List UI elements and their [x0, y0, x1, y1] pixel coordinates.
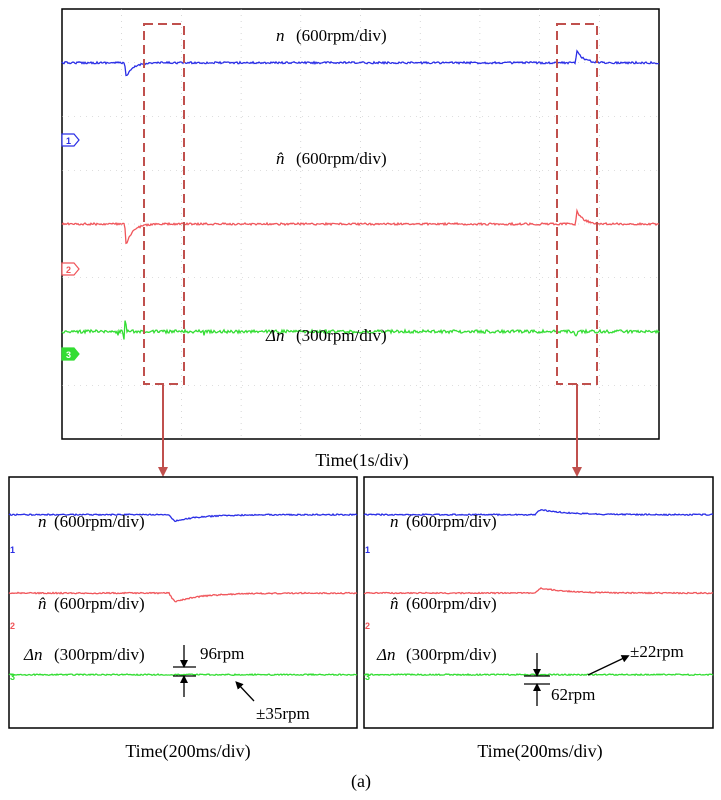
zoom-right-marker-2: 2	[365, 621, 370, 631]
zoom-right-ripple-marker	[524, 653, 550, 706]
zoom-right-label-nhat-scale: (600rpm/div)	[406, 594, 497, 613]
zoom-left-pointer-arrow	[235, 681, 255, 702]
zoom-right-x-axis-label: Time(200ms/div)	[477, 741, 602, 762]
zoom-right-pointer-arrow	[587, 655, 630, 676]
zoom-panel-right: 1 2 3 n (600rpm/div) n̂ (600rpm/div) Δn …	[363, 476, 714, 729]
zoom-right-label-dn-scale: (300rpm/div)	[406, 645, 497, 664]
zoom-right-trace-nhat	[363, 587, 714, 595]
zoom-left-label-n-scale: (600rpm/div)	[54, 512, 145, 531]
main-trace-nhat	[61, 208, 660, 245]
zoom-left-ripple-marker	[173, 645, 196, 697]
channel-marker-1: 1	[61, 133, 80, 147]
zoom-right-annotation-22rpm: ±22rpm	[630, 642, 684, 661]
zoom-left-trace-n	[8, 512, 358, 523]
main-trace-delta-n	[61, 320, 660, 340]
main-x-axis-label: Time(1s/div)	[315, 450, 408, 471]
zoom-left-marker-1: 1	[10, 545, 15, 555]
zoom-left-label-nhat: n̂	[38, 594, 47, 613]
zoom-left-marker-3: 3	[10, 672, 15, 682]
zoom-left-marker-2: 2	[10, 621, 15, 631]
main-label-dn-scale: (300rpm/div)	[296, 326, 387, 345]
zoom-right-marker-1: 1	[365, 545, 370, 555]
zoom-right-label-n-scale: (600rpm/div)	[406, 512, 497, 531]
main-scope-panel: 1 2 3 n (600rpm/div) n̂ (600rpm/div) Δn …	[61, 8, 660, 471]
main-label-n: n	[276, 26, 285, 45]
channel-marker-2: 2	[61, 262, 80, 276]
main-trace-n	[61, 49, 660, 77]
zoom-left-annotation-96rpm: 96rpm	[200, 644, 244, 663]
zoom-right-trace-n	[363, 509, 714, 517]
zoom-panel-left: 1 2 3 n (600rpm/div) n̂ (600rpm/div) Δn …	[8, 476, 358, 729]
zoom-right-label-dn: Δn	[376, 645, 395, 664]
main-label-n-scale: (600rpm/div)	[296, 26, 387, 45]
zoom-left-x-axis-label: Time(200ms/div)	[125, 741, 250, 762]
zoom-left-annotation-35rpm: ±35rpm	[256, 704, 310, 723]
svg-text:2: 2	[66, 265, 71, 275]
zoom-right-marker-3: 3	[365, 672, 370, 682]
zoom-right-label-nhat: n̂	[390, 594, 399, 613]
zoom-left-label-n: n	[38, 512, 47, 531]
zoom-left-label-dn-scale: (300rpm/div)	[54, 645, 145, 664]
main-label-nhat: n̂	[276, 149, 285, 168]
main-label-nhat-scale: (600rpm/div)	[296, 149, 387, 168]
zoom-left-trace-nhat	[8, 591, 358, 603]
figure-caption: (a)	[351, 771, 371, 792]
channel-marker-3: 3	[61, 347, 80, 361]
zoom-right-label-n: n	[390, 512, 399, 531]
svg-text:3: 3	[66, 350, 71, 360]
zoom-left-frame	[8, 476, 358, 729]
main-label-dn: Δn	[265, 326, 284, 345]
zoom-left-label-nhat-scale: (600rpm/div)	[54, 594, 145, 613]
svg-text:1: 1	[66, 136, 71, 146]
main-traces	[61, 49, 660, 340]
zoom-left-label-dn: Δn	[23, 645, 42, 664]
zoom-right-annotation-62rpm: 62rpm	[551, 685, 595, 704]
